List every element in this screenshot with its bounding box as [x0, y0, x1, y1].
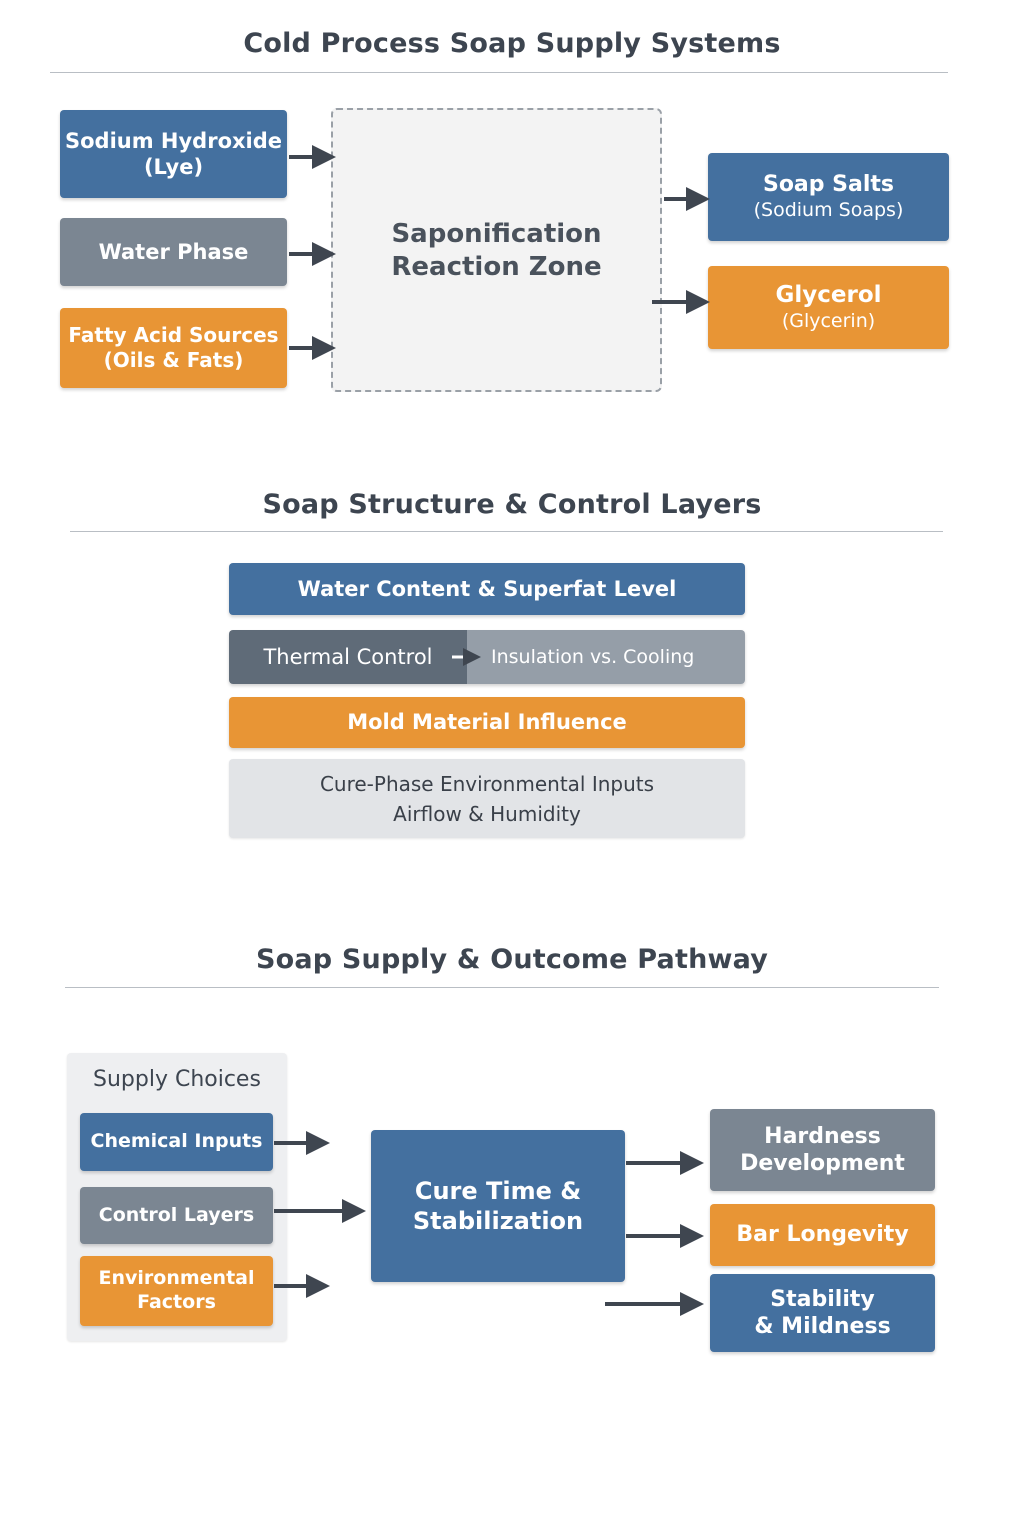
- cure-phase-line2: Airflow & Humidity: [393, 801, 581, 826]
- section2-title: Soap Structure & Control Layers: [262, 489, 762, 520]
- supply-environmental-factors: Environmental Factors: [80, 1256, 273, 1326]
- output-glycerol: Glycerol (Glycerin): [708, 266, 949, 349]
- outcome-bar-longevity-label: Bar Longevity: [736, 1222, 909, 1248]
- cure-time-line2: Stabilization: [412, 1207, 584, 1235]
- saponification-reaction-zone: Saponification Reaction Zone: [331, 108, 662, 392]
- input-fatty-acid-sub: (Oils & Fats): [103, 348, 244, 372]
- insulation-cooling-label: Insulation vs. Cooling: [491, 646, 695, 668]
- input-fatty-acid: Fatty Acid Sources (Oils & Fats): [60, 308, 287, 388]
- input-sodium-hydroxide-sub: (Lye): [143, 155, 204, 179]
- section2-divider: [70, 531, 943, 532]
- layer-water-content-label: Water Content & Superfat Level: [297, 576, 677, 601]
- outcome-hardness-line2: Development: [740, 1151, 905, 1176]
- supply-control-layers-label: Control Layers: [98, 1203, 255, 1226]
- outcome-bar-longevity: Bar Longevity: [710, 1204, 935, 1266]
- supply-environmental-label: Environmental: [98, 1267, 255, 1290]
- outcome-hardness-line1: Hardness: [764, 1123, 881, 1149]
- input-water-phase: Water Phase: [60, 218, 287, 286]
- layer-mold-material-label: Mold Material Influence: [347, 710, 627, 735]
- supply-choices-heading: Supply Choices: [93, 1067, 261, 1092]
- layer-thermal-control: Thermal Control Insulation vs. Cooling: [229, 630, 745, 684]
- output-glycerol-label: Glycerol: [775, 282, 882, 309]
- cure-time-line1: Cure Time &: [414, 1177, 582, 1205]
- input-sodium-hydroxide: Sodium Hydroxide (Lye): [60, 110, 287, 198]
- cure-phase-line1: Cure-Phase Environmental Inputs: [319, 771, 655, 796]
- input-fatty-acid-label: Fatty Acid Sources: [68, 323, 279, 347]
- outcome-stability: Stability & Mildness: [710, 1274, 935, 1352]
- section1-divider: [50, 72, 948, 73]
- output-soap-salts-label: Soap Salts: [762, 172, 895, 198]
- thermal-control-label: Thermal Control: [263, 645, 433, 669]
- outcome-stability-line2: & Mildness: [754, 1314, 891, 1339]
- supply-chemical-inputs-label: Chemical Inputs: [90, 1130, 263, 1153]
- section3-divider: [65, 987, 939, 988]
- layer-cure-phase: Cure-Phase Environmental Inputs Airflow …: [229, 759, 745, 838]
- thermal-control-right: Insulation vs. Cooling: [467, 630, 745, 684]
- supply-environmental-sub: Factors: [137, 1291, 216, 1313]
- reaction-zone-line1: Saponification: [391, 219, 602, 249]
- input-water-phase-label: Water Phase: [98, 239, 249, 264]
- reaction-zone-line2: Reaction Zone: [391, 251, 602, 282]
- cure-time-stabilization: Cure Time & Stabilization: [371, 1130, 625, 1282]
- output-glycerol-sub: (Glycerin): [781, 310, 876, 332]
- supply-control-layers: Control Layers: [80, 1187, 273, 1244]
- supply-chemical-inputs: Chemical Inputs: [80, 1113, 273, 1171]
- outcome-hardness: Hardness Development: [710, 1109, 935, 1191]
- output-soap-salts-sub: (Sodium Soaps): [753, 198, 904, 221]
- section1-title: Cold Process Soap Supply Systems: [243, 28, 781, 59]
- input-sodium-hydroxide-label: Sodium Hydroxide: [64, 128, 283, 153]
- outcome-stability-line1: Stability: [770, 1286, 875, 1312]
- layer-mold-material: Mold Material Influence: [229, 697, 745, 748]
- thermal-control-left: Thermal Control: [229, 630, 467, 684]
- output-soap-salts: Soap Salts (Sodium Soaps): [708, 153, 949, 241]
- layer-water-content: Water Content & Superfat Level: [229, 563, 745, 615]
- section3-title: Soap Supply & Outcome Pathway: [255, 944, 769, 975]
